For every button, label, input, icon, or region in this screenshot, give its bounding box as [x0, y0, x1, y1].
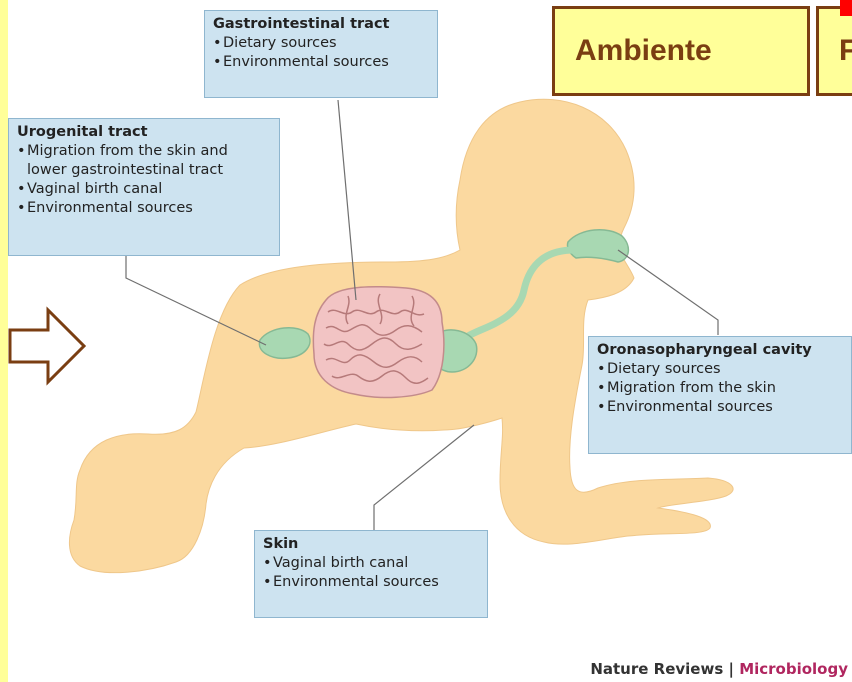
- oronasal-cavity-shape: [567, 230, 628, 262]
- skin-box: Skin Vaginal birth canal Environmental s…: [254, 530, 488, 618]
- gi-tract-list: Dietary sources Environmental sources: [213, 34, 429, 72]
- skin-list: Vaginal birth canal Environmental source…: [263, 554, 479, 592]
- oronasal-cavity-item: Migration from the skin: [597, 379, 843, 398]
- oronasal-cavity-box: Oronasopharyngeal cavity Dietary sources…: [588, 336, 852, 454]
- slide-red-mark: [840, 0, 852, 16]
- oronasal-cavity-item: Environmental sources: [597, 398, 843, 417]
- oronasal-cavity-list: Dietary sources Migration from the skin …: [597, 360, 843, 417]
- arrow-right-icon: [10, 310, 84, 382]
- slide-tag-ambiente: Ambiente: [552, 6, 810, 96]
- slide-tag-cut-off: F: [816, 6, 852, 96]
- credit-publisher: Nature Reviews: [590, 660, 723, 678]
- gi-tract-box: Gastrointestinal tract Dietary sources E…: [204, 10, 438, 98]
- oronasal-cavity-item: Dietary sources: [597, 360, 843, 379]
- urogenital-tract-item: Environmental sources: [17, 199, 271, 218]
- skin-title: Skin: [263, 535, 479, 554]
- credit-separator: |: [723, 660, 739, 678]
- urogenital-tract-title: Urogenital tract: [17, 123, 271, 142]
- diagram-canvas: Gastrointestinal tract Dietary sources E…: [8, 0, 852, 682]
- skin-item: Environmental sources: [263, 573, 479, 592]
- urogenital-tract-item: Migration from the skin and lower gastro…: [17, 142, 271, 180]
- skin-connector: [374, 425, 474, 530]
- urogenital-tract-box: Urogenital tract Migration from the skin…: [8, 118, 280, 256]
- figure-credit: Nature Reviews | Microbiology: [590, 660, 848, 678]
- gi-tract-item: Dietary sources: [213, 34, 429, 53]
- oronasal-connector: [618, 250, 718, 335]
- urogenital-tract-item: Vaginal birth canal: [17, 180, 271, 199]
- oronasal-cavity-title: Oronasopharyngeal cavity: [597, 341, 843, 360]
- gi-tract-title: Gastrointestinal tract: [213, 15, 429, 34]
- gi-tract-item: Environmental sources: [213, 53, 429, 72]
- skin-item: Vaginal birth canal: [263, 554, 479, 573]
- credit-journal: Microbiology: [739, 660, 848, 678]
- urogenital-tract-list: Migration from the skin and lower gastro…: [17, 142, 271, 218]
